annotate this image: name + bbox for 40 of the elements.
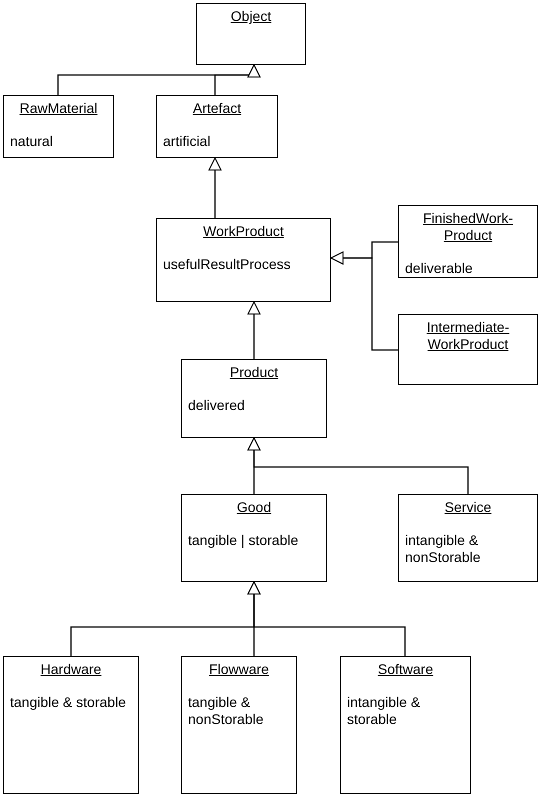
class-box bbox=[3, 95, 114, 158]
class-name: Intermediate-WorkProduct bbox=[426, 319, 510, 353]
class-attribute: usefulResultProcess bbox=[163, 256, 288, 273]
class-attribute: deliverable bbox=[405, 260, 473, 277]
generalization-arrow bbox=[214, 64, 260, 95]
generalization-arrow bbox=[248, 582, 406, 656]
class-name: RawMaterial bbox=[20, 100, 98, 117]
class-name: Object bbox=[230, 8, 272, 25]
class-attribute: artificial bbox=[163, 133, 210, 150]
class-box bbox=[181, 359, 327, 438]
class-attribute: tangible & storable bbox=[10, 694, 126, 711]
class-box bbox=[398, 205, 538, 278]
generalization-arrow bbox=[248, 302, 260, 359]
class-name: Software bbox=[378, 661, 434, 678]
generalization-arrow bbox=[208, 158, 222, 218]
class-attribute: tangible | storable bbox=[188, 532, 298, 549]
class-name: FinishedWork-Product bbox=[422, 210, 514, 244]
class-attribute: intangible & storable bbox=[347, 694, 422, 728]
class-name: Artefact bbox=[192, 100, 242, 117]
class-box bbox=[340, 656, 471, 794]
class-box bbox=[398, 314, 538, 385]
class-box bbox=[181, 494, 327, 582]
class-name: WorkProduct bbox=[203, 223, 284, 240]
class-name: Good bbox=[236, 499, 272, 516]
class-name: Service bbox=[444, 499, 492, 516]
class-box bbox=[3, 656, 139, 794]
generalization-arrow bbox=[330, 252, 398, 351]
generalization-arrow bbox=[248, 438, 469, 494]
class-box bbox=[181, 656, 297, 794]
class-name: Product bbox=[230, 364, 278, 381]
class-box bbox=[156, 95, 278, 158]
class-box bbox=[196, 3, 306, 65]
class-attribute: delivered bbox=[188, 397, 245, 414]
class-name: Flowware bbox=[209, 661, 269, 678]
class-attribute: natural bbox=[10, 133, 53, 150]
class-name: Hardware bbox=[40, 661, 102, 678]
class-box bbox=[156, 218, 331, 302]
class-box bbox=[398, 494, 538, 582]
class-attribute: intangible & nonStorable bbox=[405, 532, 482, 566]
class-attribute: tangible & nonStorable bbox=[188, 694, 265, 728]
